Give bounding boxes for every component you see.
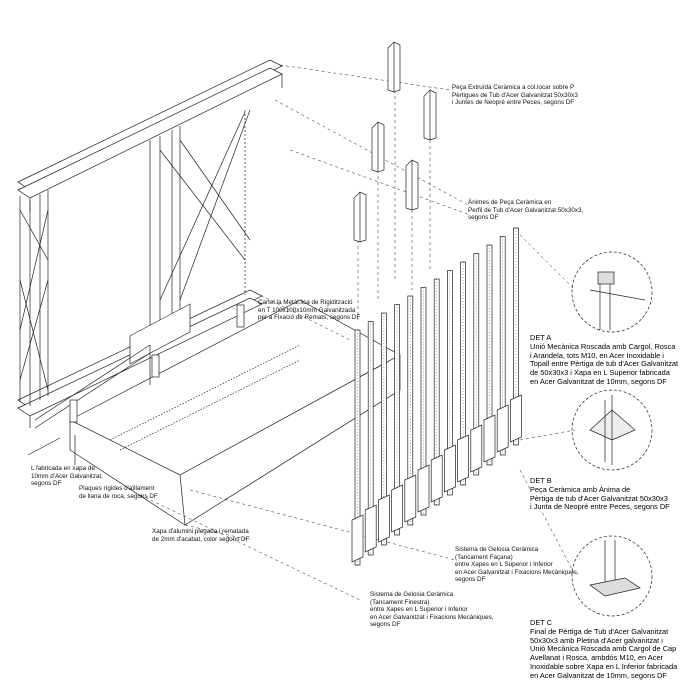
label-line: Final de Pèrtiga de Tub d'Acer Galvanitz… (530, 626, 669, 636)
lower-ceramic-piece (351, 514, 364, 563)
label-detail-a: DET A Unió Mecànica Roscada amb Cargol, … (530, 333, 679, 387)
detail-c (571, 535, 653, 617)
detail-b (571, 389, 653, 471)
label-line: Pèrtigues de Tub d'Acer Galvanitzat 50x3… (452, 91, 578, 99)
label-line: Unió Mecànica Roscada amb Cargol, Rosca (530, 341, 676, 351)
label-detail-c: DET C Final de Pèrtiga de Tub d'Acer Gal… (530, 618, 678, 681)
label-line: i Arandela, tots M10, en Acer Inoxidable… (530, 350, 664, 360)
label-line: (Tancament Façana) (455, 553, 513, 561)
lower-ceramic-piece (417, 464, 430, 513)
label-line: de 50x30x3 i Xapa en L Superior fabricad… (530, 368, 670, 378)
lower-ceramic-piece (483, 414, 496, 463)
label-line: Cartel.la Metàl.lica de Rigidització (258, 299, 353, 306)
floating-ceramic-pieces (353, 41, 437, 243)
label-line: entre Xapes en L Superior i Inferior (370, 606, 468, 614)
label-line: de llana de roca, segons DF (79, 492, 158, 500)
label-line: Plaques rígides d'aïllament (79, 485, 155, 492)
lower-ceramic-piece (391, 484, 403, 533)
lower-ceramic-piece (444, 444, 456, 493)
lower-ceramic-piece (364, 504, 377, 553)
label-line: en T 100x100x10mm Galvanitzada (258, 306, 356, 314)
lower-ceramic-piece (430, 454, 443, 503)
label-line: Perfil de Tub d'Acer Galvanitzat 50x30x3… (468, 206, 584, 214)
ceramic-lattice-rods (351, 227, 522, 566)
label-line: i Junta de Neopré entre Peces, segons DF (530, 502, 670, 512)
label-line: 10mm d'Acer Galvanitzat, (31, 472, 103, 480)
label-line: Unió Mecànica Roscada amb Cargol de Cap (530, 644, 677, 654)
label-line: Topall entre Pèrtiga de tub d'Acer Galva… (530, 359, 679, 369)
label-line: entre Xapes en L Superior i Inferior (455, 561, 553, 569)
leader-lines (139, 64, 576, 601)
label-extruded-piece: Peça Extruïda Ceràmica a col.locar sobre… (452, 84, 578, 107)
label-line: Ànimes de Peça Ceràmica en (468, 199, 552, 206)
label-aluminium: Xapa d'alumini plegada i rematada de 2mm… (152, 528, 249, 543)
label-stiffener: Cartel.la Metàl.lica de Rigidització en … (258, 299, 360, 322)
lower-ceramic-piece (510, 394, 522, 443)
label-line: Inoxidable sobre Xapa en L Inferior fabr… (530, 661, 678, 671)
label-line: L fabricada en xapa de (31, 465, 95, 472)
label-lattice-facade: Sistema de Gelosia Ceràmica (Tancament F… (455, 546, 579, 584)
label-line: Sistema de Gelosia Ceràmica (370, 591, 454, 598)
lower-ceramic-piece (496, 404, 509, 453)
label-line: Xapa d'alumini plegada i rematada (152, 528, 249, 535)
label-line: segons DF (455, 576, 486, 584)
label-line: en Acer Galvanitzat i Fixacions Mecàniqu… (455, 568, 579, 576)
label-insulation: Plaques rígides d'aïllament de llana de … (79, 485, 158, 500)
label-line: Pèrtiga de tub d'Acer Galvanitzat 50x30x… (530, 493, 668, 503)
label-line: Peça Ceràmica amb Ànima de (530, 484, 631, 494)
label-line: de 2mm d'acabat, color segons DF (152, 535, 250, 543)
label-line: 50x30x3 amb Pletina d'Acer galvanitzat i (530, 635, 663, 645)
label-line: Peça Extruïda Ceràmica a col.locar sobre… (452, 84, 575, 91)
label-line: en Acer Galvanitzat de 10mm, segons DF (530, 376, 667, 386)
label-line: Avellanat i Rosca, ambdós M10, en Acer (530, 653, 663, 663)
label-line: segons DF (468, 214, 499, 222)
label-line: en Acer Galvanitzat de 10mm, segons DF (530, 670, 667, 680)
floor-slab-box (27, 299, 401, 526)
label-detail-b: DET B Peça Ceràmica amb Ànima de Pèrtiga… (530, 476, 670, 513)
lower-ceramic-piece (470, 424, 483, 473)
label-line: (Tancament Finestra) (370, 598, 430, 606)
label-line: per a Fixació de Remats, segons DF (258, 314, 361, 322)
label-line: DET C (530, 618, 553, 627)
label-line: DET B (530, 476, 552, 485)
lower-ceramic-piece (378, 494, 390, 543)
label-line: segons DF (370, 621, 401, 629)
label-line: Sistema de Gelosia Ceràmica (455, 546, 539, 553)
lower-ceramic-piece (457, 434, 469, 483)
label-line: en Acer Galvanitzat i Fixacions Mecàniqu… (370, 613, 494, 621)
label-cores: Ànimes de Peça Ceràmica en Perfil de Tub… (468, 199, 583, 222)
label-lattice-window: Sistema de Gelosia Ceràmica (Tancament F… (370, 591, 494, 629)
label-line: segons DF (31, 480, 62, 488)
label-l-plate: L fabricada en xapa de 10mm d'Acer Galva… (31, 465, 103, 488)
lower-ceramic-piece (404, 474, 417, 523)
label-line: DET A (530, 333, 552, 342)
label-line: i Juntes de Neopré entre Peces, segons D… (452, 99, 575, 107)
detail-a (571, 251, 653, 333)
